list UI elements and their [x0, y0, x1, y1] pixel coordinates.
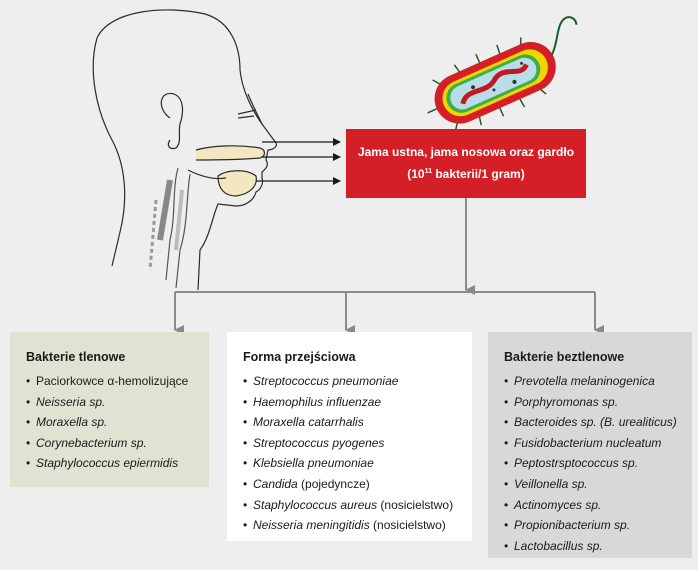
panel-anaerobic: Bakterie beztlenowe • Prevotella melanino…	[488, 332, 692, 558]
list-item: • Veillonella sp.	[504, 474, 692, 495]
panel-title: Bakterie beztlenowe	[504, 350, 625, 364]
list-item: • Candida (pojedyncze)	[243, 474, 472, 495]
list-item: • Fusidobacterium nucleatum	[504, 433, 692, 454]
arrows-to-source	[256, 138, 341, 185]
bacteria-name: Moraxella catarrhalis	[253, 415, 364, 430]
list-item: • Lactobacillus sp.	[504, 536, 692, 557]
bacteria-note: (nosicielstwo)	[377, 497, 454, 512]
bullet: •	[504, 435, 509, 450]
bacteria-name: Staphylococcus aureus	[253, 497, 378, 512]
list-item: • Paciorkowce α-hemolizujące	[26, 371, 209, 392]
bacteria-name: Veillonella sp.	[514, 476, 588, 491]
bullet: •	[26, 394, 31, 409]
bacteria-note: (pojedyncze)	[297, 476, 370, 491]
bacteria-list: • Streptococcus pneumoniae • Haemophilus in…	[243, 371, 472, 536]
bullet: •	[243, 374, 248, 388]
bullet: •	[243, 497, 248, 512]
list-item: • Staphylococcus epiermidis	[26, 453, 209, 474]
bacteria-name: Propionibacterium sp.	[514, 518, 631, 533]
bacteria-name: Streptococcus pneumoniae	[253, 374, 399, 388]
bullet: •	[243, 518, 248, 533]
list-item: • Moraxella sp.	[26, 412, 209, 433]
bacteria-name: Fusidobacterium nucleatum	[514, 435, 662, 450]
list-item: • Bacteroides sp. (B. urealiticus)	[504, 412, 692, 433]
head-anatomy-illustration	[92, 9, 277, 291]
bacteria-name: Staphylococcus epiermidis	[36, 456, 179, 471]
bacteria-name: Corynebacterium sp.	[36, 435, 147, 450]
bullet: •	[504, 476, 509, 491]
bacteria-name: Moraxella sp.	[36, 415, 108, 430]
list-item: • Klebsiella pneumoniae	[243, 453, 472, 474]
list-item: • Prevotella melaninogenica	[504, 371, 692, 392]
bullet: •	[504, 497, 509, 512]
bullet: •	[504, 538, 509, 553]
bacterium-illustration	[427, 16, 578, 132]
bacteria-name: Streptococcus pyogenes	[253, 435, 385, 450]
list-item: • Porphyromonas sp.	[504, 392, 692, 413]
bacteria-name: Prevotella melaninogenica	[514, 374, 655, 388]
list-item: • Staphylococcus aureus (nosicielstwo)	[243, 495, 472, 516]
list-item: • Neisseria sp.	[26, 392, 209, 413]
bullet: •	[504, 456, 509, 471]
bullet: •	[243, 415, 248, 430]
bullet: •	[243, 476, 248, 491]
list-item: • Streptococcus pneumoniae	[243, 371, 472, 392]
bullet: •	[26, 415, 31, 430]
bacteria-list: • Prevotella melaninogenica • Porphyromonas…	[504, 371, 692, 556]
connector-lines	[174, 198, 604, 335]
panel-title: Forma przejściowa	[243, 350, 356, 364]
panel-title: Bakterie tlenowe	[26, 350, 126, 364]
list-item: • Moraxella catarrhalis	[243, 412, 472, 433]
bullet: •	[26, 435, 31, 450]
bacteria-name: Peptostrsptococcus sp.	[514, 456, 639, 471]
bullet: •	[504, 415, 509, 430]
panel-aerobic: Bakterie tlenowe • Paciorkowce α-hemolizu…	[10, 332, 209, 487]
density-prefix: (10	[407, 167, 425, 181]
bullet: •	[26, 374, 31, 388]
bacteria-name: Bacteroides sp. (B. urealiticus)	[514, 415, 677, 430]
bacteria-name: Neisseria sp.	[36, 394, 106, 409]
bacteria-name: Neisseria meningitidis	[253, 518, 370, 533]
bacteria-name: Lactobacillus sp.	[514, 538, 603, 553]
panel-transitional: Forma przejściowa • Streptococcus pneumon…	[227, 332, 472, 541]
source-title: Jama ustna, jama nosowa oraz gardło	[357, 145, 575, 159]
list-item: • Peptostrsptococcus sp.	[504, 453, 692, 474]
bacteria-name: Porphyromonas sp.	[514, 394, 619, 409]
bullet: •	[504, 518, 509, 533]
bullet: •	[504, 394, 509, 409]
source-box: Jama ustna, jama nosowa oraz gardło (101…	[346, 129, 586, 198]
list-item: • Actinomyces sp.	[504, 495, 692, 516]
bullet: •	[243, 394, 248, 409]
density-exponent: 11	[424, 168, 433, 175]
bacteria-name: Actinomyces sp.	[514, 497, 602, 512]
list-item: • Propionibacterium sp.	[504, 515, 692, 536]
bacteria-name: Paciorkowce α-hemolizujące	[36, 374, 189, 388]
bacteria-name: Haemophilus influenzae	[253, 394, 382, 409]
density-suffix: bakterii/1 gram)	[432, 167, 525, 181]
list-item: • Streptococcus pyogenes	[243, 433, 472, 454]
bacteria-name: Klebsiella pneumoniae	[253, 456, 374, 471]
bullet: •	[243, 435, 248, 450]
list-item: • Haemophilus influenzae	[243, 392, 472, 413]
source-density: (1011 bakterii/1 gram)	[346, 162, 586, 184]
list-item: • Corynebacterium sp.	[26, 433, 209, 454]
bacteria-note: (nosicielstwo)	[369, 518, 446, 533]
bullet: •	[26, 456, 31, 471]
bullet: •	[243, 456, 248, 471]
bullet: •	[504, 374, 509, 388]
bacteria-name: Candida	[253, 476, 298, 491]
bacteria-list: • Paciorkowce α-hemolizujące • Neisseria sp…	[26, 371, 209, 474]
list-item: • Neisseria meningitidis (nosicielstwo)	[243, 515, 472, 536]
